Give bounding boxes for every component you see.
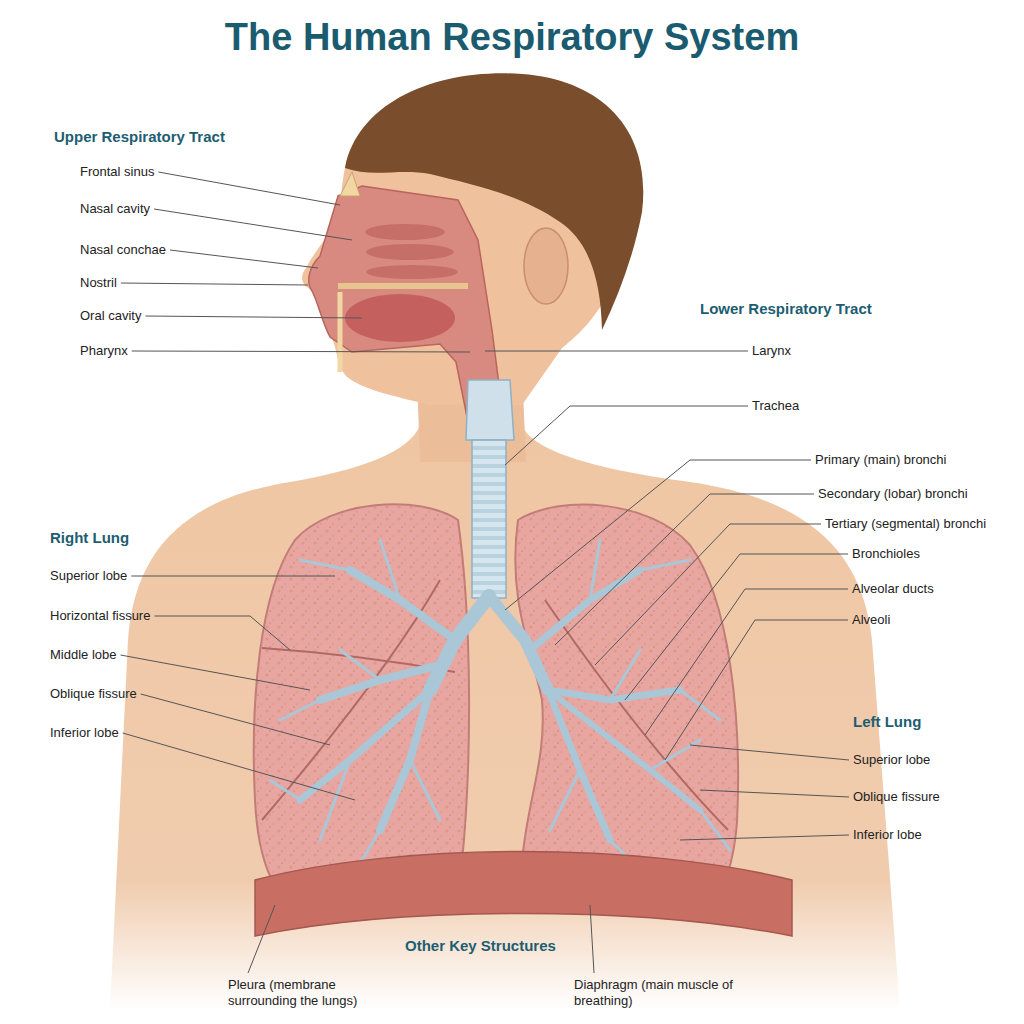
leader-line	[485, 351, 748, 352]
section-heading: Upper Respiratory Tract	[54, 129, 225, 145]
leader-line	[145, 316, 362, 318]
section-heading: Lower Respiratory Tract	[700, 301, 872, 317]
alveoli-texture	[254, 504, 469, 907]
part-label: Superior lobe	[50, 568, 127, 584]
leader-line	[131, 576, 335, 577]
nasal-concha	[366, 244, 454, 260]
part-label: Pharynx	[80, 343, 128, 359]
leader-line	[555, 494, 814, 645]
leader-line	[700, 790, 849, 797]
part-label: Oral cavity	[80, 308, 141, 324]
right-lung	[254, 504, 469, 907]
part-label: Alveolar ducts	[852, 581, 934, 597]
oblique-fissure	[545, 600, 728, 830]
alveoli-texture	[515, 505, 738, 907]
part-label: Trachea	[752, 398, 799, 414]
leader-line	[625, 554, 848, 700]
part-label: Primary (main) bronchi	[815, 452, 946, 468]
leader-line	[505, 406, 748, 465]
part-label: Horizontal fissure	[50, 608, 150, 624]
part-label: Nasal conchae	[80, 242, 166, 258]
part-label: Middle lobe	[50, 647, 117, 663]
leader-line	[154, 616, 290, 650]
leader-line	[132, 351, 470, 352]
left-lung	[515, 505, 738, 907]
palate	[338, 283, 468, 289]
leader-line	[590, 905, 594, 973]
part-label: Tertiary (segmental) bronchi	[825, 516, 986, 532]
larynx	[466, 380, 514, 440]
part-label: Inferior lobe	[853, 827, 922, 843]
leader-line	[248, 905, 275, 973]
part-label: Oblique fissure	[50, 686, 137, 702]
part-label: Inferior lobe	[50, 725, 119, 741]
ear	[524, 228, 568, 304]
part-label: Frontal sinus	[80, 164, 154, 180]
part-label: Diaphragm (main muscle of breathing)	[574, 977, 759, 1009]
frontal-sinus	[340, 172, 360, 196]
diaphragm	[255, 852, 792, 937]
part-label: Pleura (membrane surrounding the lungs)	[228, 977, 378, 1009]
leader-line	[121, 283, 308, 285]
part-label: Superior lobe	[853, 752, 930, 768]
section-heading: Right Lung	[50, 530, 129, 546]
trachea	[472, 440, 506, 598]
leader-line	[680, 835, 849, 840]
leader-line	[141, 694, 330, 745]
section-heading: Other Key Structures	[405, 938, 556, 954]
leader-line	[170, 250, 318, 268]
part-label: Alveoli	[852, 612, 890, 628]
leader-line	[505, 460, 811, 610]
oblique-fissure	[262, 580, 440, 820]
leader-line	[154, 209, 352, 240]
nasal-concha	[365, 224, 445, 240]
part-label: Larynx	[752, 343, 791, 359]
part-label: Nostril	[80, 275, 117, 291]
torso	[110, 425, 900, 1010]
bronchial-tree	[270, 540, 730, 880]
part-label: Bronchioles	[852, 546, 920, 562]
section-heading: Left Lung	[853, 714, 921, 730]
part-label: Oblique fissure	[853, 789, 940, 805]
nasal-concha	[366, 265, 458, 279]
leader-line	[645, 589, 848, 735]
part-label: Nasal cavity	[80, 201, 150, 217]
leader-line	[690, 745, 849, 760]
leader-line	[123, 733, 355, 800]
leader-line	[665, 620, 848, 760]
part-label: Secondary (lobar) bronchi	[818, 486, 968, 502]
leader-line	[158, 172, 340, 205]
jaw-bone	[338, 292, 343, 372]
leader-line	[121, 655, 311, 690]
title: The Human Respiratory System	[0, 14, 1024, 60]
